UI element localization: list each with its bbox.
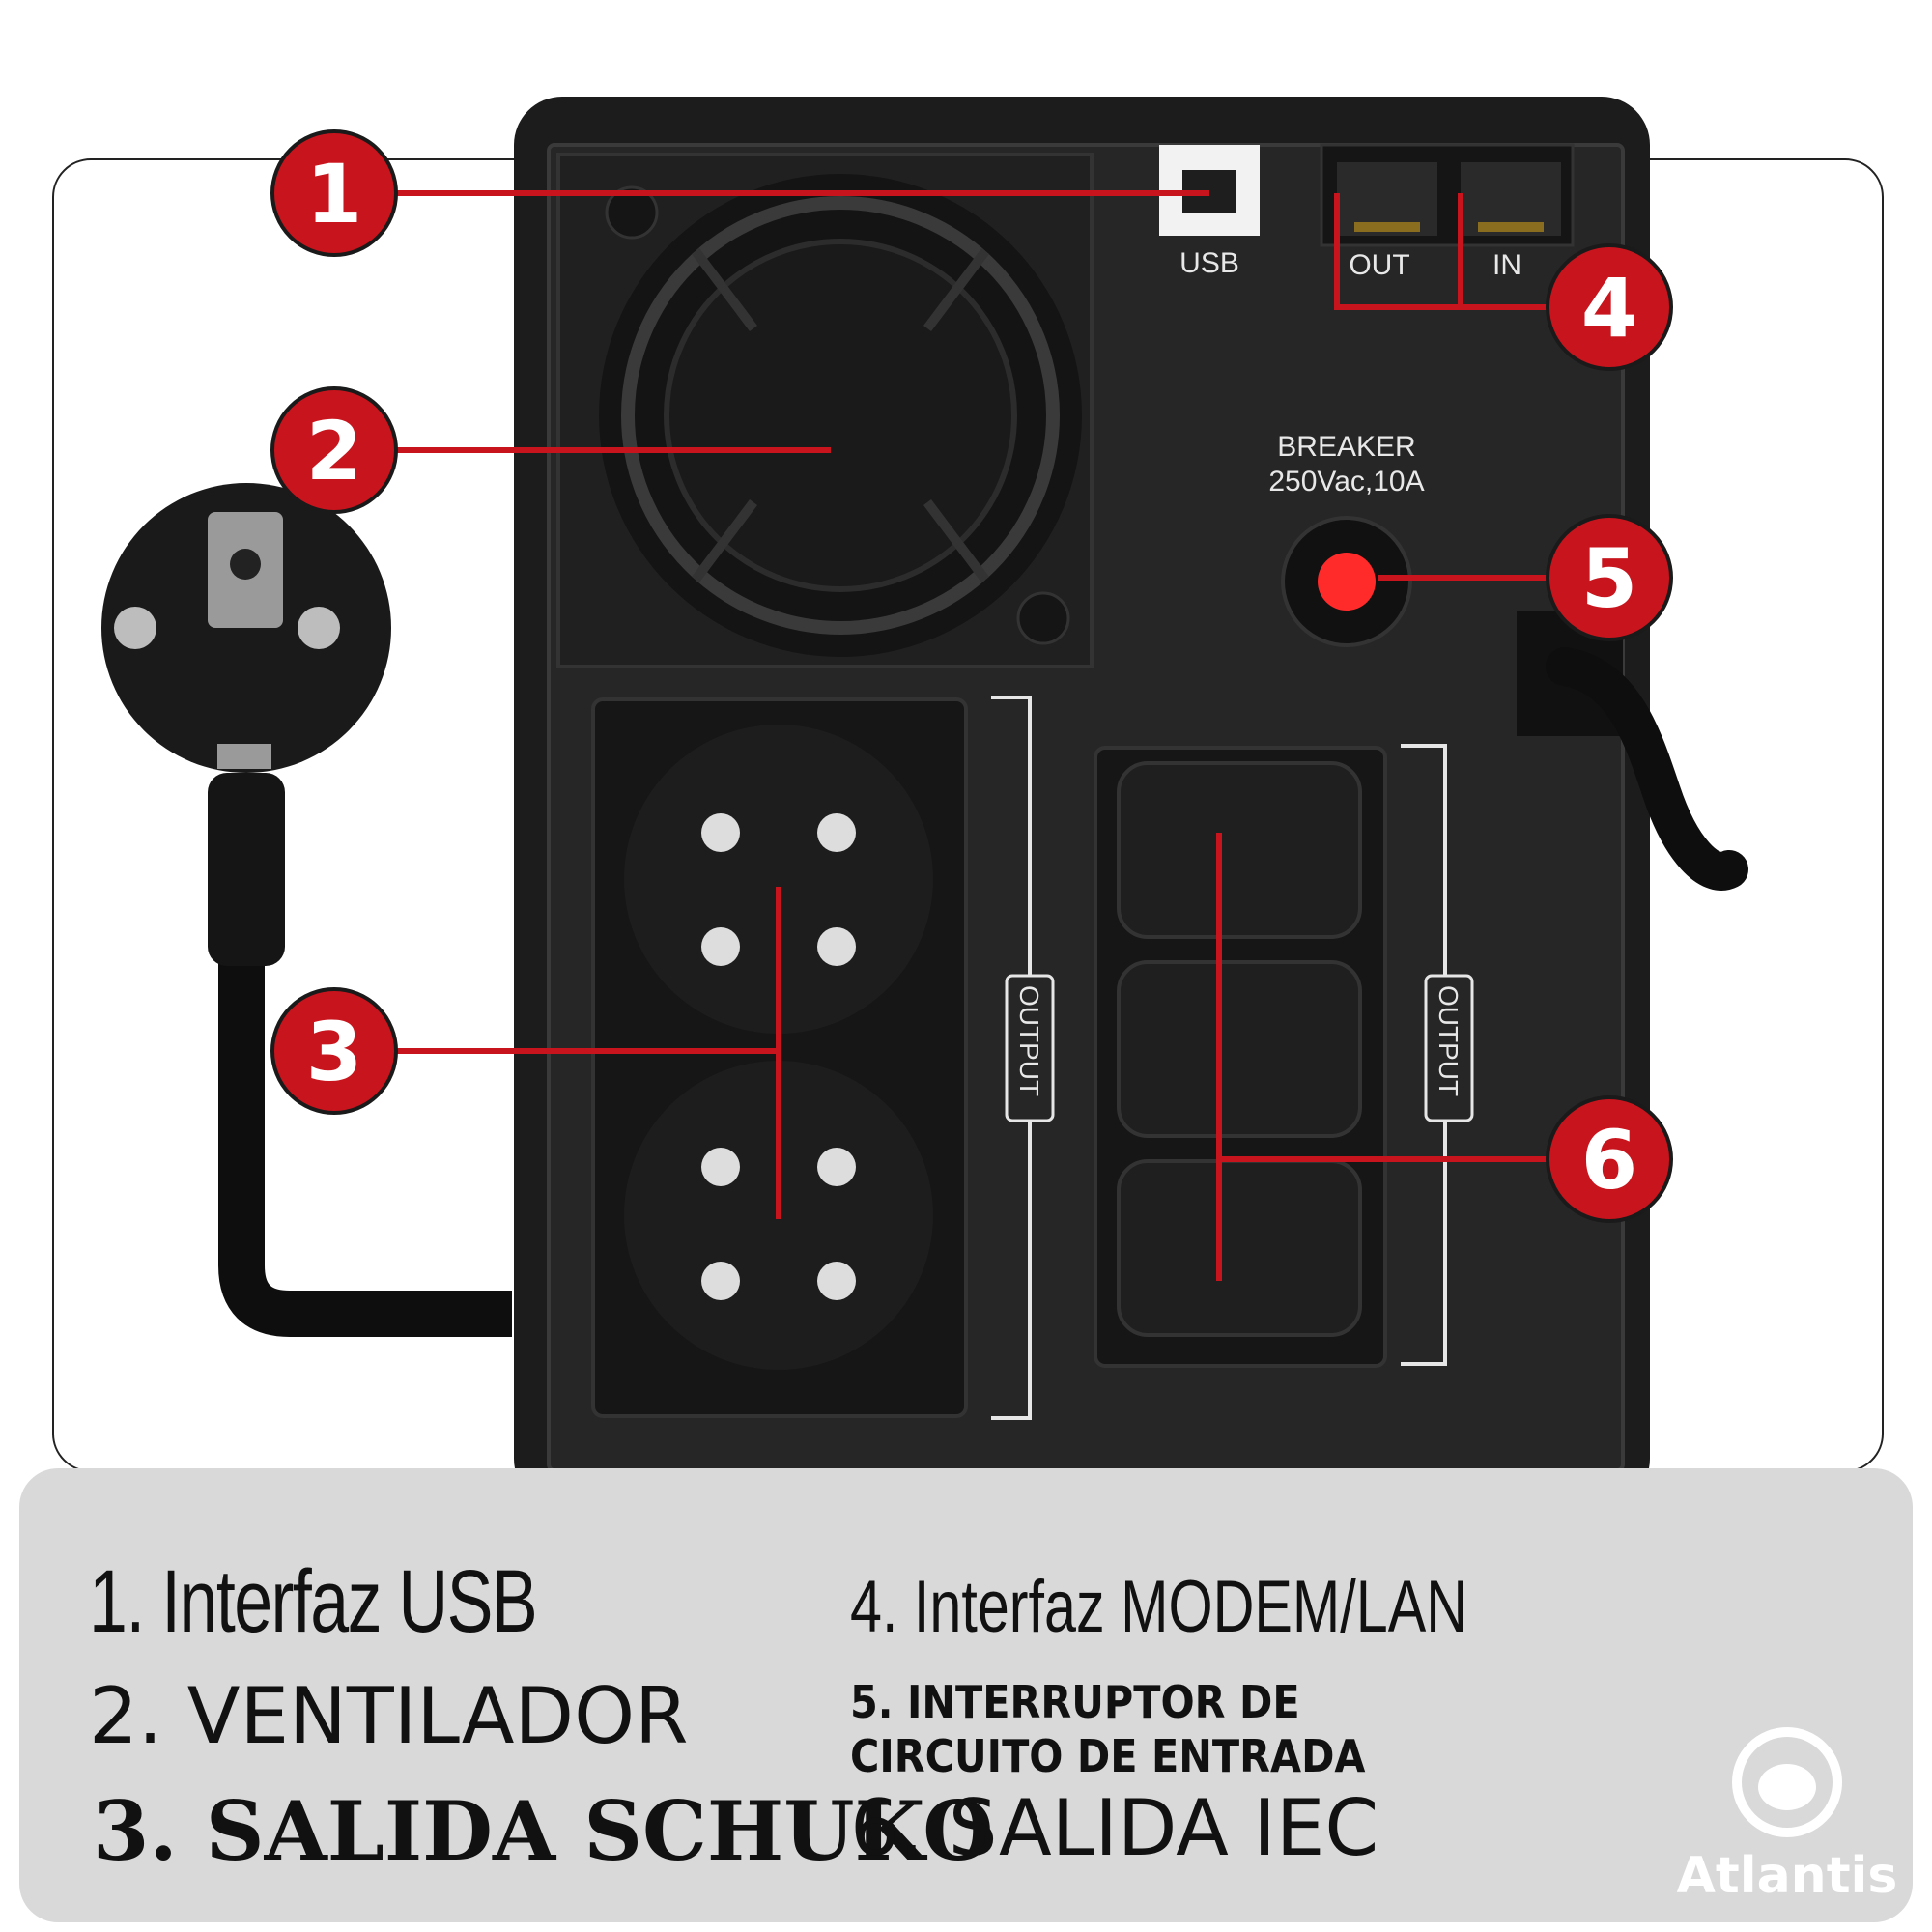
legend-panel (19, 1468, 1913, 1922)
legend-item-breaker: 5. INTERRUPTOR DE CIRCUITO DE ENTRADA (850, 1676, 1366, 1782)
schuko-plug (101, 483, 391, 966)
rj45-ports (1320, 143, 1575, 247)
output-bracket-left (991, 696, 1055, 1420)
breaker-label: BREAKER (1277, 431, 1415, 463)
marker-4: 4 (1546, 243, 1673, 371)
brand-logo-icon (1732, 1727, 1842, 1837)
rj-in-label: IN (1492, 249, 1521, 281)
svg-text:2: 2 (306, 404, 362, 498)
legend-item-schuko: 3. SALIDA SCHUKO (93, 1783, 994, 1879)
iec-outlets (1094, 746, 1387, 1368)
marker-1: 1 (270, 129, 398, 257)
output-label-left: OUTPUT (1014, 985, 1044, 1096)
marker-3: 3 (270, 987, 398, 1115)
legend-item-modem-lan: 4. Interfaz MODEM/LAN (850, 1566, 1468, 1648)
breaker-rating: 250Vac,10A (1268, 466, 1424, 497)
svg-text:1: 1 (306, 147, 362, 242)
svg-text:4: 4 (1581, 261, 1637, 355)
svg-text:6: 6 (1581, 1113, 1637, 1208)
svg-text:5: 5 (1581, 531, 1637, 626)
breaker-button (1281, 516, 1412, 647)
power-cord (218, 611, 1748, 1337)
svg-text:3: 3 (306, 1005, 362, 1099)
legend-item-usb: 1. Interfaz USB (89, 1552, 538, 1651)
callout-lines (383, 190, 1561, 1281)
brand-name: Atlantis (1676, 1847, 1898, 1905)
usb-label: USB (1179, 247, 1239, 279)
marker-6: 6 (1546, 1095, 1673, 1223)
marker-5: 5 (1546, 514, 1673, 641)
rj-out-label: OUT (1349, 249, 1409, 281)
brand-logo: Atlantis (1662, 1719, 1913, 1905)
output-bracket-right (1401, 744, 1474, 1366)
fan (556, 153, 1094, 668)
legend-item-fan: 2. VENTILADOR (89, 1671, 689, 1761)
marker-2: 2 (270, 386, 398, 514)
output-label-right: OUTPUT (1434, 985, 1463, 1096)
legend-item-iec: 6. SALIDA IEC (850, 1783, 1379, 1873)
